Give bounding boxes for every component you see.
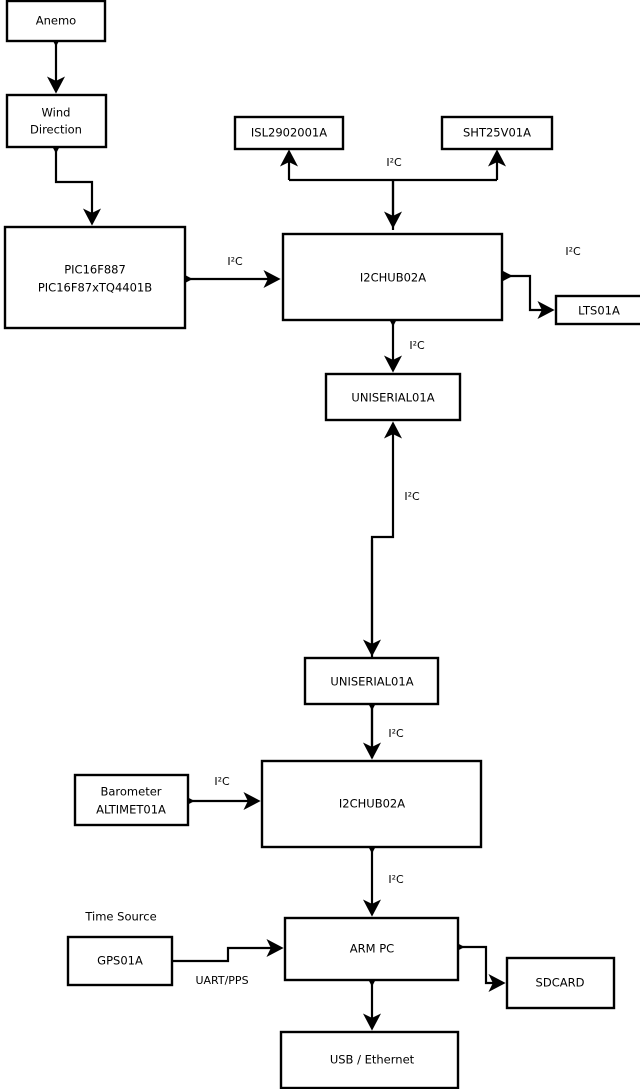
connector-hub-top-sensors: I²C [279, 149, 507, 230]
edge-label-hub-sensors: I²C [386, 156, 402, 169]
edge-label-hub-uniserial: I²C [409, 339, 425, 352]
node-wind-direction[interactable]: Wind Direction [5, 93, 108, 149]
node-sht25v01a[interactable]: SHT25V01A [440, 115, 554, 151]
node-usb-ethernet-label: USB / Ethernet [330, 1053, 415, 1067]
node-uniserial01a-top[interactable]: UNISERIAL01A [324, 372, 462, 422]
edge-label-gps-armpc: UART/PPS [195, 974, 248, 987]
node-i2chub02a-bottom[interactable]: I2CHUB02A [260, 759, 483, 849]
node-lts01a[interactable]: LTS01A [554, 294, 640, 326]
node-barometer-label-line2: ALTIMET01A [96, 803, 166, 817]
label-time-source: Time Source [84, 910, 156, 924]
edge-label-pic-hub: I²C [227, 255, 243, 268]
node-usb-ethernet[interactable]: USB / Ethernet [279, 1030, 460, 1089]
node-pic-mcu-label-line1: PIC16F887 [64, 263, 126, 277]
edge-label-uniserial-link: I²C [404, 490, 420, 503]
edge-label-hub-bot-armpc: I²C [388, 873, 404, 886]
connector-uniserial-bot-hub-bot: I²C [362, 693, 404, 760]
node-uniserial01a-bottom-label: UNISERIAL01A [330, 675, 413, 689]
node-barometer[interactable]: Barometer ALTIMET01A [73, 773, 190, 827]
node-uniserial01a-bottom[interactable]: UNISERIAL01A [303, 656, 440, 706]
node-sdcard[interactable]: SDCARD [505, 956, 616, 1010]
edge-label-baro-hub: I²C [214, 775, 230, 788]
node-arm-pc[interactable]: ARM PC [283, 916, 460, 982]
node-lts01a-label: LTS01A [578, 304, 620, 318]
connector-gps-armpc: UART/PPS [172, 938, 284, 987]
node-pic-mcu-label-line2: PIC16F87xTQ4401B [38, 281, 152, 295]
node-anemo-label: Anemo [36, 14, 76, 28]
node-pic-mcu[interactable]: PIC16F887 PIC16F87xTQ4401B [3, 225, 187, 330]
connector-armpc-sdcard [447, 937, 506, 993]
connector-uniserial-link: I²C [370, 421, 420, 758]
node-barometer-label-line1: Barometer [100, 785, 161, 799]
node-i2chub02a-top[interactable]: I2CHUB02A [281, 232, 504, 322]
node-anemo[interactable]: Anemo [5, 0, 107, 43]
node-isl2902001a-label: ISL2902001A [251, 126, 327, 140]
edge-label-hub-lts: I²C [565, 245, 581, 258]
connector-pic-hub-top: I²C [175, 255, 281, 289]
node-i2chub02a-top-label: I2CHUB02A [360, 271, 426, 285]
connector-hub-top-uniserial: I²C [383, 309, 425, 373]
node-wind-direction-label-line1: Wind [42, 106, 71, 120]
connector-hub-bot-armpc: I²C [362, 836, 404, 917]
connector-wind-pic [46, 136, 102, 226]
node-sht25v01a-label: SHT25V01A [463, 126, 531, 140]
node-uniserial01a-top-label: UNISERIAL01A [351, 391, 434, 405]
node-gps01a-label: GPS01A [97, 954, 143, 968]
node-isl2902001a[interactable]: ISL2902001A [233, 115, 345, 151]
node-gps01a[interactable]: GPS01A [66, 935, 174, 987]
node-arm-pc-label: ARM PC [350, 942, 394, 956]
edge-label-uniserial-hub-bot: I²C [388, 727, 404, 740]
node-sdcard-label: SDCARD [536, 976, 585, 990]
connector-baro-hub-bot: I²C [177, 775, 261, 811]
connector-hub-top-lts: I²C [495, 245, 581, 320]
node-i2chub02a-bottom-label: I2CHUB02A [339, 797, 405, 811]
node-wind-direction-label-line2: Direction [30, 123, 82, 137]
